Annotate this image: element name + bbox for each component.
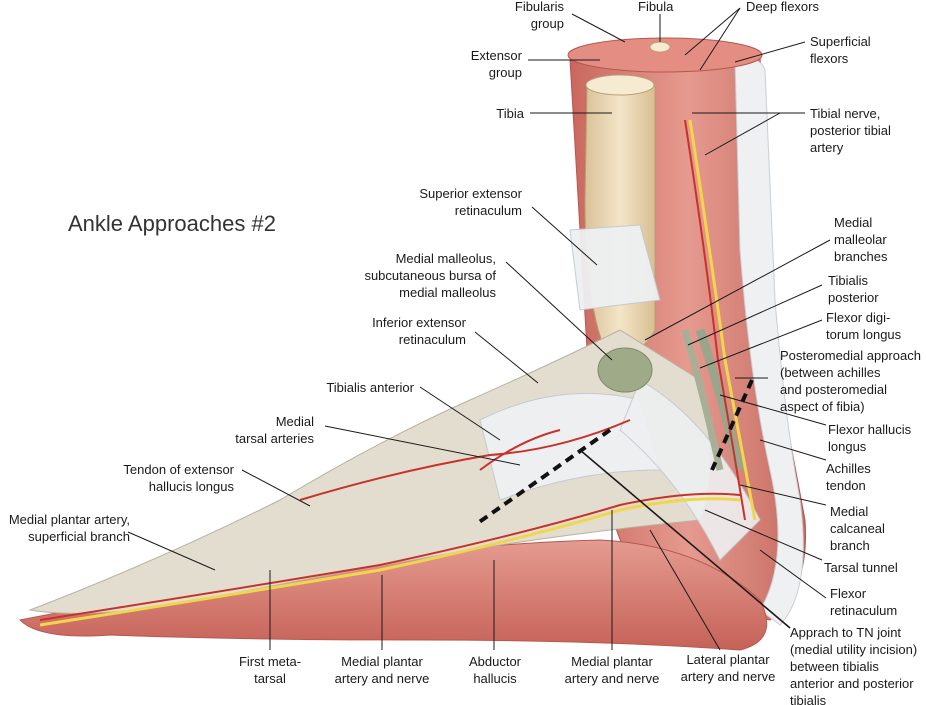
flexor-retinaculum-shape [619, 379, 761, 561]
label-medial-malleolus: Medial malleolus, subcutaneous bursa of … [364, 251, 496, 300]
label-superficial-flexors: Superficial flexors [810, 34, 871, 66]
tibial-nerve [688, 119, 757, 521]
label-tarsal-tunnel: Tarsal tunnel [824, 560, 898, 575]
label-deep-flexors: Deep flexors [746, 0, 819, 14]
label-medial-tarsal-arteries: Medial tarsal arteries [235, 414, 314, 446]
label-tibialis-anterior: Tibialis anterior [326, 380, 414, 395]
label-medial-plantar-artery-nerve-2: Medial plantar artery and nerve [564, 654, 660, 686]
label-tibia: Tibia [496, 106, 524, 121]
posteromedial-approach-line [710, 379, 754, 471]
label-lateral-plantar-artery-nerve: Lateral plantar artery and nerve [680, 652, 776, 684]
label-approach-tn-joint: Apprach to TN joint (medial utility inci… [790, 625, 918, 705]
label-tibial-nerve: Tibial nerve, posterior tibial artery [810, 106, 891, 155]
diagram-title: Ankle Approaches #2 [68, 211, 276, 236]
leg-cross-section [567, 37, 763, 73]
tibia-cut-end [585, 74, 655, 96]
superior-extensor-retinaculum-shape [569, 224, 661, 311]
label-abductor-hallucis: Abductor hallucis [468, 654, 522, 686]
label-medial-plantar-artery-nerve-1: Medial plantar artery and nerve [334, 654, 430, 686]
leader-lines [127, 7, 831, 651]
label-flexor-digitorum-longus: Flexor digi- torum longus [826, 310, 902, 342]
achilles-tendon-shape [734, 58, 804, 626]
label-extensor-group: Extensor group [470, 48, 522, 80]
tn-joint-approach-line [473, 428, 612, 527]
label-achilles-tendon: Achilles tendon [826, 461, 871, 493]
medial-plantar-nerve [39, 497, 741, 627]
label-flexor-retinaculum: Flexor retinaculum [830, 586, 898, 618]
label-superior-extensor-retinaculum: Superior extensor retinaculum [419, 186, 522, 218]
label-tendon-ehl: Tendon of extensor hallucis longus [123, 462, 234, 494]
label-flexor-hallucis-longus: Flexor hallucis longus [828, 422, 912, 454]
label-medial-calcaneal-branch: Medial calcaneal branch [830, 504, 885, 553]
label-fibula: Fibula [638, 0, 674, 14]
medial-tarsal-arteries [299, 419, 631, 501]
label-inferior-extensor-retinaculum: Inferior extensor retinaculum [372, 315, 466, 347]
inferior-extensor-retinaculum-shape [479, 392, 661, 501]
tibia-bone [584, 77, 656, 353]
label-posteromedial-approach: Posteromedial approach (between achilles… [780, 348, 921, 414]
label-first-metatarsal: First meta- tarsal [238, 654, 302, 686]
label-medial-plantar-artery-superficial: Medial plantar artery, superficial branc… [8, 512, 130, 544]
posterior-tibial-artery [684, 119, 746, 521]
label-fibularis-group: Fibularis group [514, 0, 564, 31]
label-medial-malleolar-branches: Medial malleolar branches [834, 215, 888, 264]
label-tibialis-posterior: Tibialis posterior [828, 273, 879, 305]
medial-plantar-artery [39, 492, 741, 621]
